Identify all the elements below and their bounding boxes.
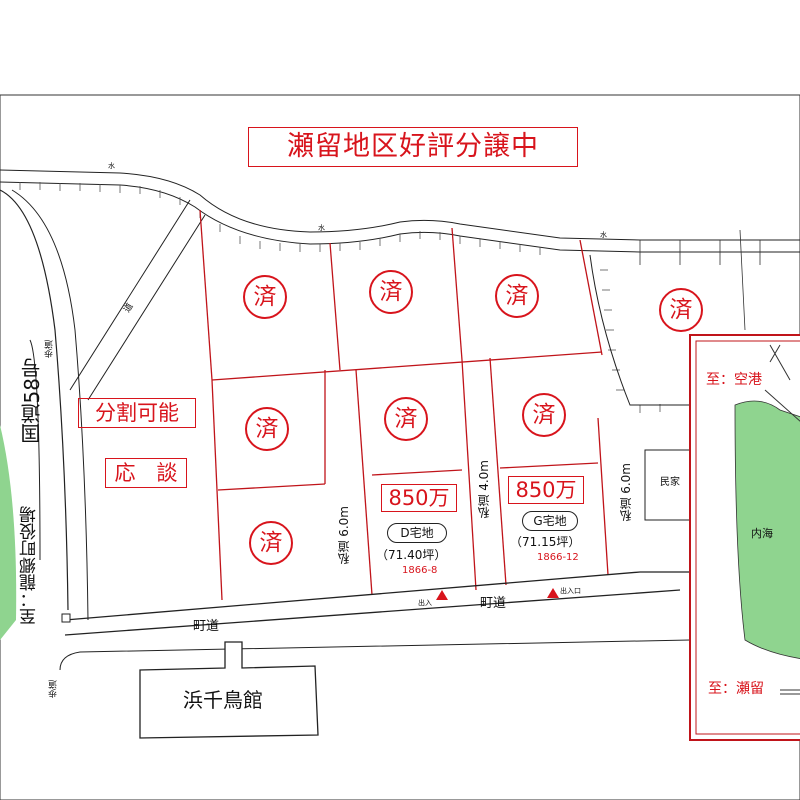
town-road-top-line [64, 571, 690, 621]
minka-label: 民家 [660, 477, 680, 488]
inset-road-bottom [780, 689, 800, 695]
private-road-6m-right: 私道 6.0m [619, 463, 633, 522]
private-road-6m-left: 私道 6.0m [337, 506, 351, 565]
inset-roads [764, 344, 800, 422]
lot-sold-badge: 済 [495, 274, 539, 318]
private-road-4m: 私道 4.0m [477, 460, 491, 519]
lot-d-price: 850万 [381, 484, 457, 512]
lot-g-area: （71.15坪） [510, 535, 581, 549]
diagonal-path [69, 199, 206, 401]
lot-g-name: G宅地 [522, 511, 578, 531]
sidewalk-label: 歩道 [45, 340, 55, 358]
map-frame [0, 94, 800, 800]
route58-line-outer [0, 189, 69, 611]
sidewalk-label-lower: 歩道 [49, 680, 59, 698]
lot-g-price: 850万 [508, 476, 584, 504]
town-road-label: 町道 [193, 619, 220, 634]
inset-inner-sea: 内海 [751, 527, 773, 540]
green-area-left [0, 425, 17, 640]
sidewalk-line [29, 339, 41, 561]
lot-sold-badge: 済 [522, 393, 566, 437]
minka-building [644, 449, 694, 521]
entrance-left-label: 出入 [418, 599, 432, 607]
entrance-right-label: 出入口 [560, 587, 581, 595]
top-road-line-2 [0, 181, 800, 253]
negotiable-label: 応 談 [105, 458, 187, 488]
inset-to-setome: 至：瀬留 [708, 681, 764, 697]
page-title: 瀬留地区好評分譲中 [248, 127, 578, 167]
hamachidori-label: 浜千鳥館 [183, 688, 263, 712]
to-town-office-label: 至：龍郷町役場 [20, 506, 40, 625]
right-road-line [589, 254, 690, 406]
town-road-bottom-line [64, 589, 681, 636]
inset-to-airport: 至：空港 [706, 372, 762, 388]
lot-sold-badge: 済 [249, 521, 293, 565]
route58-line-inner [11, 189, 89, 621]
right-top-lines [639, 229, 761, 331]
lot-d-area: （71.40坪） [376, 548, 447, 562]
lot-d-name: D宅地 [387, 523, 447, 543]
route58-label: 国道58号 [20, 358, 44, 444]
water-label: 水 [108, 162, 115, 170]
lot-sold-badge: 済 [659, 288, 703, 332]
parcel-lines [199, 209, 609, 601]
entrance-marker-right [547, 588, 559, 598]
top-road-line-1 [0, 169, 800, 241]
hamachidori-building [139, 641, 319, 739]
town-road-label-right: 町道 [480, 596, 507, 611]
inset-green-land [734, 400, 800, 659]
lot-g-chiban: 1866-12 [537, 552, 579, 563]
lower-road-line [59, 639, 691, 671]
water-label-2: 水 [318, 224, 325, 232]
divisible-label: 分割可能 [78, 398, 196, 428]
lot-sold-badge: 済 [243, 275, 287, 319]
inset-map-inner [695, 340, 800, 735]
top-road-hatching [19, 182, 541, 255]
lot-d-chiban: 1866-8 [402, 565, 438, 576]
right-side-hatching [600, 269, 661, 413]
entrance-marker-left [436, 590, 448, 600]
lot-sold-badge: 済 [369, 270, 413, 314]
water-label-3: 水 [600, 231, 607, 239]
road-marker [61, 613, 71, 623]
lot-sold-badge: 済 [384, 397, 428, 441]
lot-sold-badge: 済 [245, 407, 289, 451]
